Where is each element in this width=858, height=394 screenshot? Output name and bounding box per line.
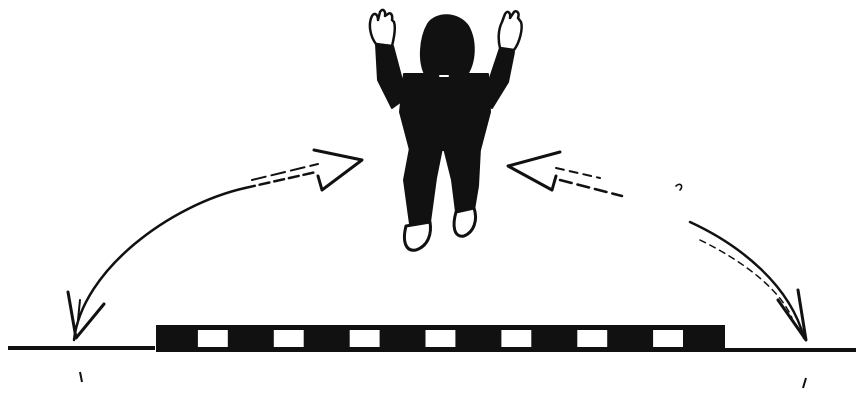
torso: [400, 74, 490, 150]
board-light-square: [501, 330, 531, 347]
right-leg: [444, 148, 480, 212]
left-hand-icon: [370, 10, 395, 46]
board-light-square: [350, 330, 380, 347]
head: [421, 15, 474, 76]
board-light-square: [653, 330, 683, 347]
board-light-square: [198, 330, 228, 347]
right-hand-icon: [499, 11, 522, 50]
stray-mark: [676, 184, 682, 190]
right-arc-line-faint: [700, 240, 792, 318]
right-shoe-icon: [454, 208, 475, 236]
left-arc-double-line: [252, 164, 318, 180]
left-ground-tick: [80, 372, 82, 382]
left-shoe-icon: [404, 222, 430, 250]
left-arc-line: [74, 188, 245, 340]
right-arc-double-line: [556, 168, 600, 178]
board-light-square: [577, 330, 607, 347]
checkered-board: [156, 325, 725, 352]
right-arc-line-dashed: [560, 180, 622, 196]
lower-right-arrowhead: [778, 290, 806, 340]
board-light-square: [426, 330, 456, 347]
jumping-figure: [370, 10, 522, 250]
right-trajectory-arrow: [508, 152, 806, 340]
upper-right-arrowhead: [508, 152, 560, 190]
left-trajectory-arrow: [68, 150, 362, 340]
right-ground-tick: [803, 378, 806, 388]
upper-left-arrowhead: [314, 150, 362, 190]
board-light-square: [274, 330, 304, 347]
right-arc-line: [690, 222, 804, 338]
left-leg: [404, 148, 442, 224]
lower-left-arrowhead: [68, 292, 104, 338]
